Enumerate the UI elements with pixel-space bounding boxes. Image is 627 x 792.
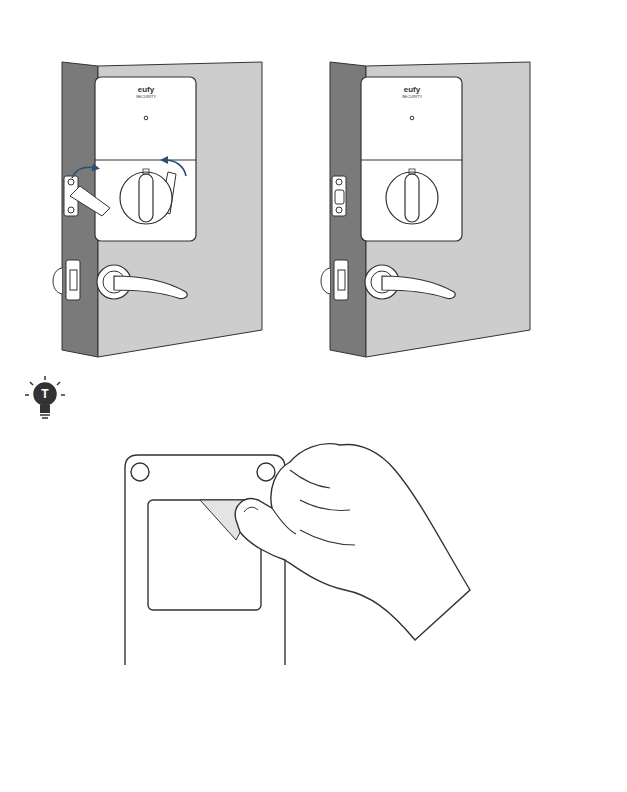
- brand-logo: eufy: [138, 86, 154, 94]
- tip-icon: [25, 376, 65, 418]
- door-left: [53, 62, 262, 357]
- door-right: [321, 62, 530, 357]
- brand-logo: eufy: [404, 86, 420, 94]
- brand-subtitle: SECURITY: [136, 95, 156, 99]
- brand-subtitle: SECURITY: [402, 95, 422, 99]
- tip-letter: T: [41, 388, 48, 400]
- panel-film: [125, 444, 470, 665]
